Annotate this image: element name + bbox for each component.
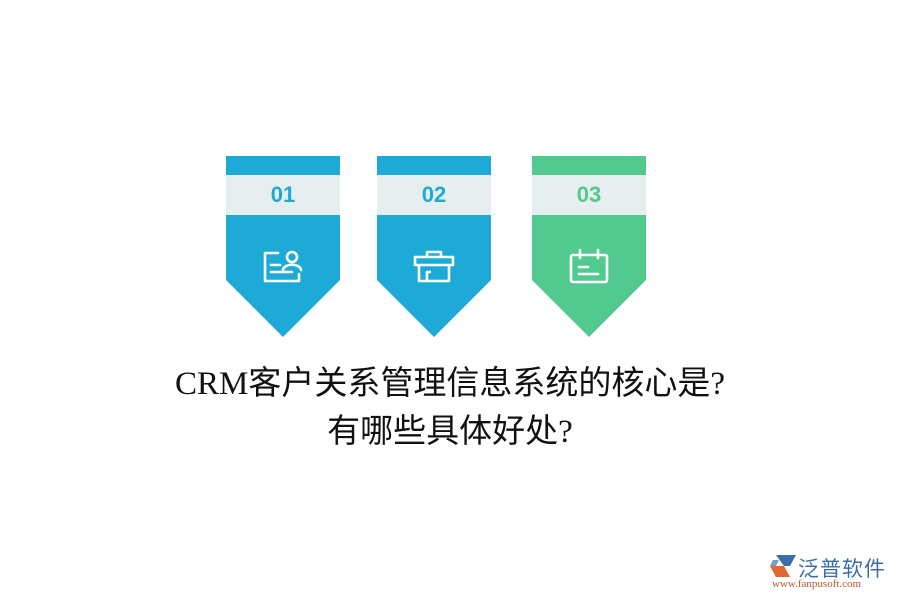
step-number: 03 xyxy=(576,182,602,207)
user-card-icon xyxy=(263,250,303,283)
step-card-02: 02 xyxy=(377,156,491,337)
brand-url: www.fanpusoft.com xyxy=(772,578,862,590)
page-title-line-2: 有哪些具体好处? xyxy=(327,414,573,450)
number-band: 01 xyxy=(226,175,340,215)
toolbox-icon xyxy=(413,250,455,283)
number-band: 02 xyxy=(377,175,491,215)
brand-name: 泛普软件 xyxy=(798,557,886,581)
step-number: 02 xyxy=(421,182,447,207)
step-card-03: 03 xyxy=(532,156,646,337)
step-card-01: 01 xyxy=(226,156,340,337)
page-title-line-1: CRM客户关系管理信息系统的核心是? xyxy=(174,366,725,402)
step-number: 01 xyxy=(270,182,296,207)
fanpu-logo-icon xyxy=(770,555,796,577)
number-band: 03 xyxy=(532,175,646,215)
calendar-icon xyxy=(569,248,609,284)
brand-logo: 泛普软件 www.fanpusoft.com xyxy=(768,553,893,593)
